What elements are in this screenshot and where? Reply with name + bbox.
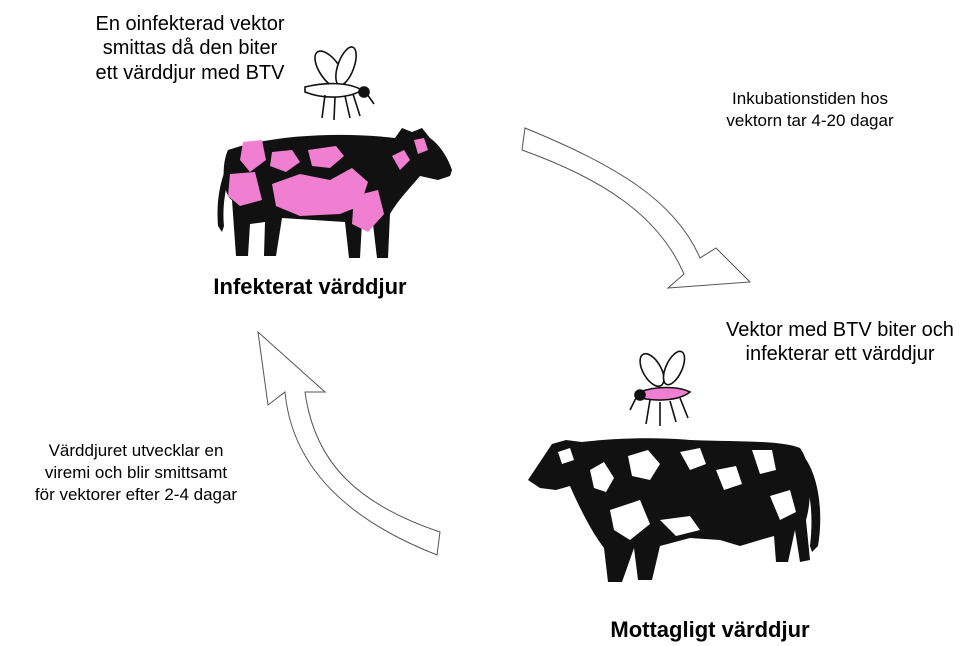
uninfected-vector-note: En oinfekterad vektor smittas då den bit… <box>40 12 340 85</box>
arrow-incubation <box>522 128 750 288</box>
arrow-viremia <box>258 332 440 555</box>
infected-cow <box>218 128 453 258</box>
susceptible-cow <box>528 438 820 582</box>
infected-host-label: Infekterat värddjur <box>160 274 460 300</box>
susceptible-host-label: Mottagligt värddjur <box>560 617 860 643</box>
vector-bites-note: Vektor med BTV biter och infekterar ett … <box>690 318 979 367</box>
infected-mosquito <box>630 348 690 426</box>
viremia-note: Värddjuret utvecklar en viremi och blir … <box>0 440 272 506</box>
incubation-note: Inkubationstiden hos vektorn tar 4-20 da… <box>680 88 940 132</box>
